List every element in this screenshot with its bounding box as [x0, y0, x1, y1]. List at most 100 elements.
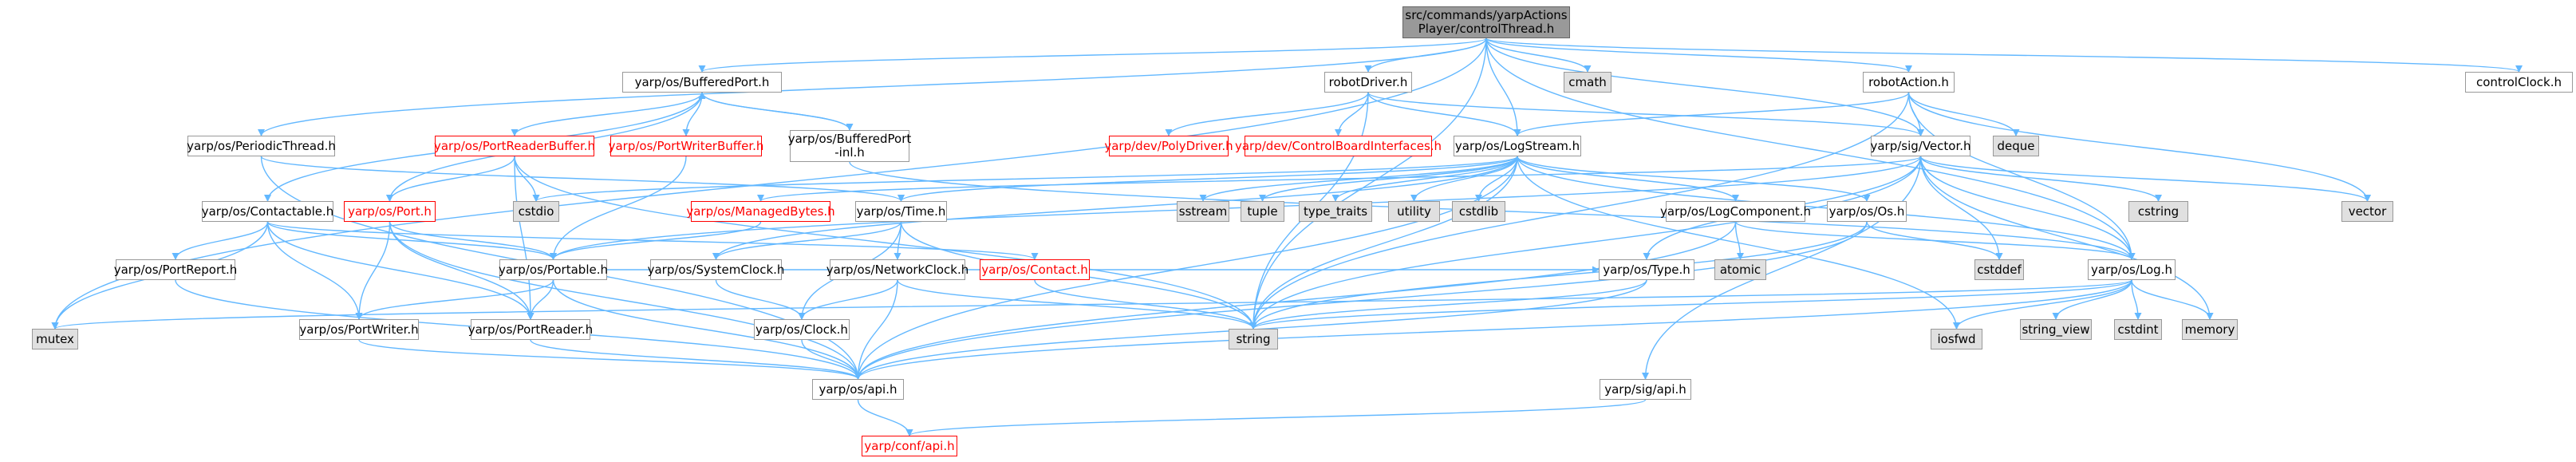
- edge-robotaction-to-logstream: [1513, 92, 1910, 136]
- edge-bufportinl-to-bufport: [698, 92, 850, 131]
- edge-clock-to-osapi: [801, 339, 862, 380]
- node-bufportinl[interactable]: yarp/os/BufferedPort -inl.h: [788, 130, 911, 162]
- edge-os-to-cstddef: [1866, 221, 2003, 260]
- edge-vector_h-to-portable: [550, 156, 1922, 260]
- node-portreport[interactable]: yarp/os/PortReport.h: [114, 259, 237, 280]
- node-root[interactable]: src/commands/yarpActions Player/controlT…: [1402, 6, 1570, 38]
- node-contact[interactable]: yarp/os/Contact.h: [980, 259, 1090, 280]
- edge-bufport-to-portreaderbuf: [511, 92, 703, 136]
- node-portable[interactable]: yarp/os/Portable.h: [499, 259, 608, 280]
- edge-port-to-osapi: [389, 221, 862, 380]
- edge-portreader-to-osapi: [530, 339, 862, 380]
- edge-log-to-string_view: [2052, 279, 2132, 320]
- node-string-view: string_view: [2020, 319, 2092, 340]
- edge-log-to-cstdint: [2131, 279, 2142, 320]
- node-bufport[interactable]: yarp/os/BufferedPort.h: [622, 72, 782, 93]
- node-clock[interactable]: yarp/os/Clock.h: [754, 319, 850, 340]
- node-robotdriver[interactable]: robotDriver.h: [1324, 72, 1412, 93]
- edge-os-to-osapi: [854, 221, 1868, 380]
- edge-portable-to-portwriter: [355, 279, 554, 320]
- node-vector-h[interactable]: yarp/sig/Vector.h: [1870, 136, 1971, 156]
- node-cstdio: cstdio: [513, 201, 559, 222]
- node-tuple: tuple: [1241, 201, 1284, 222]
- node-robotaction[interactable]: robotAction.h: [1863, 72, 1955, 93]
- node-periodic[interactable]: yarp/os/PeriodicThread.h: [187, 136, 336, 156]
- node-confapi[interactable]: yarp/conf/api.h: [862, 436, 957, 456]
- edge-osapi-to-confapi: [857, 399, 913, 436]
- edge-managedbytes-to-portable: [550, 221, 762, 260]
- node-vector: vector: [2341, 201, 2393, 222]
- edge-networkclock-to-clock: [798, 279, 898, 320]
- node-cbi[interactable]: yarp/dev/ControlBoardInterfaces.h: [1235, 136, 1442, 156]
- edge-portable-to-portreader: [527, 279, 554, 320]
- edge-contactable-to-portreport: [172, 221, 269, 260]
- edge-root-to-log: [1485, 38, 2136, 260]
- edge-root-to-cmath: [1485, 38, 1592, 73]
- node-string: string: [1229, 329, 1278, 349]
- node-log[interactable]: yarp/os/Log.h: [2088, 259, 2176, 280]
- node-portreader[interactable]: yarp/os/PortReader.h: [468, 319, 593, 340]
- node-systemclock[interactable]: yarp/os/SystemClock.h: [648, 259, 784, 280]
- node-deque: deque: [1993, 136, 2039, 156]
- edge-robotdriver-to-vector_h: [1367, 92, 1924, 136]
- edge-type-to-string: [1249, 279, 1647, 330]
- edge-portable-to-osapi: [552, 279, 862, 380]
- node-portwriterbuf[interactable]: yarp/os/PortWriterBuffer.h: [609, 136, 763, 156]
- node-logcomponent[interactable]: yarp/os/LogComponent.h: [1660, 201, 1811, 222]
- edge-log-to-memory: [2131, 279, 2214, 320]
- node-sigapi[interactable]: yarp/sig/api.h: [1600, 379, 1691, 400]
- edge-networkclock-to-osapi: [854, 279, 898, 380]
- edge-root-to-string: [1249, 38, 1487, 330]
- node-cstdlib: cstdlib: [1452, 201, 1505, 222]
- node-contactable[interactable]: yarp/os/Contactable.h: [202, 201, 333, 222]
- edge-time-to-systemclock: [712, 221, 902, 260]
- edge-log-to-string: [1249, 279, 2132, 330]
- edge-logstream-to-logcomponent: [1517, 156, 1739, 202]
- edge-root-to-logstream: [1485, 38, 1521, 136]
- edge-portwriter-to-osapi: [358, 339, 862, 380]
- node-time[interactable]: yarp/os/Time.h: [855, 201, 947, 222]
- edge-logstream-to-string: [1249, 156, 1518, 330]
- node-cstdint: cstdint: [2114, 319, 2162, 340]
- edge-vector_h-to-memory: [1919, 156, 2214, 320]
- edge-robotdriver-to-polydriver: [1165, 92, 1369, 136]
- edge-portwriterbuf-to-portable: [550, 156, 687, 260]
- node-managedbytes[interactable]: yarp/os/ManagedBytes.h: [686, 201, 835, 222]
- edge-periodic-to-time: [260, 156, 905, 202]
- edge-root-to-periodic: [258, 38, 1487, 136]
- node-cmath: cmath: [1564, 72, 1611, 93]
- node-port[interactable]: yarp/os/Port.h: [344, 201, 436, 222]
- edge-log-to-osapi: [854, 279, 2132, 380]
- edge-contactable-to-portwriter: [266, 221, 363, 320]
- edge-logstream-to-os: [1517, 156, 1871, 202]
- node-os[interactable]: yarp/os/Os.h: [1827, 201, 1907, 222]
- edge-logstream-to-tuple: [1259, 156, 1518, 202]
- node-osapi[interactable]: yarp/os/api.h: [812, 379, 904, 400]
- edge-robotaction-to-vector: [1907, 92, 2371, 202]
- edge-vector_h-to-managedbytes: [757, 156, 1922, 202]
- edge-logcomponent-to-osapi: [854, 221, 1737, 380]
- node-type[interactable]: yarp/os/Type.h: [1599, 259, 1694, 280]
- edge-root-to-bufport: [698, 38, 1487, 73]
- edge-logcomponent-to-atomic: [1734, 221, 1744, 260]
- edge-root-to-robotaction: [1485, 38, 1912, 73]
- edge-root-to-controlclock: [1485, 38, 2523, 73]
- node-logstream[interactable]: yarp/os/LogStream.h: [1454, 136, 1581, 156]
- edge-root-to-vector_h: [1485, 38, 1924, 136]
- edge-vector_h-to-cstring: [1919, 156, 2162, 202]
- edge-logstream-to-utility: [1410, 156, 1518, 202]
- edge-log-to-iosfwd: [1953, 279, 2132, 330]
- node-portreaderbuf[interactable]: yarp/os/PortReaderBuffer.h: [434, 136, 595, 156]
- node-atomic: atomic: [1714, 259, 1766, 280]
- node-cstddef: cstddef: [1974, 259, 2024, 280]
- edge-robotaction-to-deque: [1907, 92, 2020, 136]
- edge-contactable-to-portable: [266, 221, 557, 260]
- edge-logstream-to-type_traits: [1331, 156, 1518, 202]
- edge-logstream-to-osapi: [854, 156, 1518, 380]
- node-polydriver[interactable]: yarp/dev/PolyDriver.h: [1104, 136, 1233, 156]
- node-controlclock[interactable]: controlClock.h: [2465, 72, 2573, 93]
- node-networkclock[interactable]: yarp/os/NetworkClock.h: [826, 259, 968, 280]
- node-portwriter[interactable]: yarp/os/PortWriter.h: [299, 319, 419, 340]
